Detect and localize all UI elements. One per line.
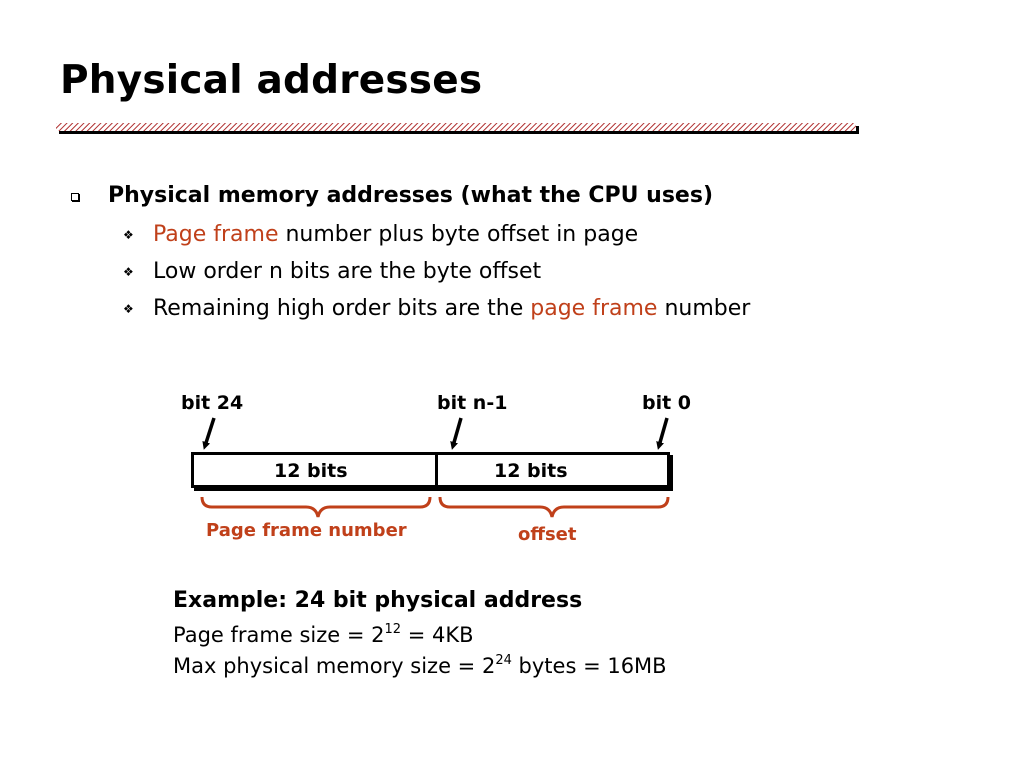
bullet-main-text: Physical memory addresses (what the CPU … [108,183,713,208]
arrow-icon [202,417,216,450]
diamond-bullet-icon: ❖ [123,228,134,242]
example-line-1-exponent: 12 [384,622,402,637]
bullet-main: Physical memory addresses (what the CPU … [71,183,713,208]
arrow-icon [450,417,463,450]
sub-bullet-2-text: Low order n bits are the byte offset [153,259,542,284]
field-left-label: 12 bits [274,460,348,482]
sub-bullet-1: ❖ Page frame number plus byte offset in … [123,222,639,247]
diamond-bullet-icon: ❖ [123,302,134,316]
example-line-1-prefix: Page frame size = 2 [173,623,385,647]
example-line-2-exponent: 24 [495,653,512,668]
diamond-bullet-icon: ❖ [123,265,134,279]
slide-title: Physical addresses [60,58,483,103]
example-heading: Example: 24 bit physical address [173,588,583,613]
example-line-1-suffix: = 4KB [401,623,474,647]
square-bullet-icon [71,193,79,201]
field-divider [435,455,438,485]
brace-page-frame [200,496,432,518]
sub-bullet-3-text-after: number [657,296,751,321]
bit-high-label: bit 24 [181,392,244,414]
title-rule [56,123,859,134]
sub-bullet-1-text: number plus byte offset in page [278,222,639,247]
example-line-2-suffix: bytes = 16MB [511,654,667,678]
sub-bullet-3-highlight: page frame [530,296,658,321]
brace-offset [438,496,670,518]
bit-mid-label: bit n-1 [437,392,508,414]
example-line-2-prefix: Max physical memory size = 2 [173,654,496,678]
example-line-1: Page frame size = 212 = 4KB [173,623,474,647]
arrow-icon [656,417,669,450]
brace-left-label: Page frame number [206,520,407,541]
bit-low-label: bit 0 [642,392,692,414]
brace-right-label: offset [518,524,577,545]
example-line-2: Max physical memory size = 224 bytes = 1… [173,654,667,678]
sub-bullet-2: ❖ Low order n bits are the byte offset [123,259,542,284]
sub-bullet-3: ❖ Remaining high order bits are the page… [123,296,751,321]
field-right-label: 12 bits [494,460,568,482]
address-box: 12 bits 12 bits [191,452,670,488]
sub-bullet-3-text-before: Remaining high order bits are the [153,296,531,321]
sub-bullet-1-highlight: Page frame [153,222,279,247]
